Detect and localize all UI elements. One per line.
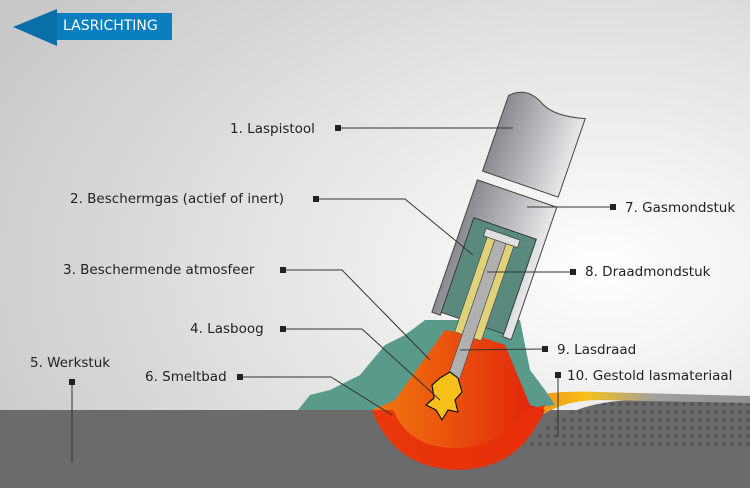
welding-gun — [481, 91, 586, 198]
label-gas-nozzle: 7. Gasmondstuk — [625, 200, 736, 216]
label-weld-pool: 6. Smeltbad — [145, 369, 227, 385]
leader-markers — [69, 125, 616, 385]
label-welding-wire: 9. Lasdraad — [557, 342, 637, 358]
welding-torch — [431, 91, 586, 386]
label-shielding-gas: 2. Beschermgas (actief of inert) — [70, 191, 285, 207]
label-contact-tube: 8. Draadmondstuk — [585, 264, 711, 280]
label-solidified-weld: 10. Gestold lasmateriaal — [567, 368, 733, 384]
weld-pool — [372, 330, 545, 469]
label-workpiece: 5. Werkstuk — [30, 355, 111, 371]
label-arc: 4. Lasboog — [190, 321, 264, 337]
label-shielding-atmosphere: 3. Beschermende atmosfeer — [63, 262, 255, 278]
label-welding-gun: 1. Laspistool — [230, 121, 315, 137]
direction-arrow-icon — [13, 9, 57, 46]
direction-label: LASRICHTING — [57, 13, 172, 40]
arc-icon — [424, 371, 463, 422]
solidified-weld — [520, 398, 750, 450]
